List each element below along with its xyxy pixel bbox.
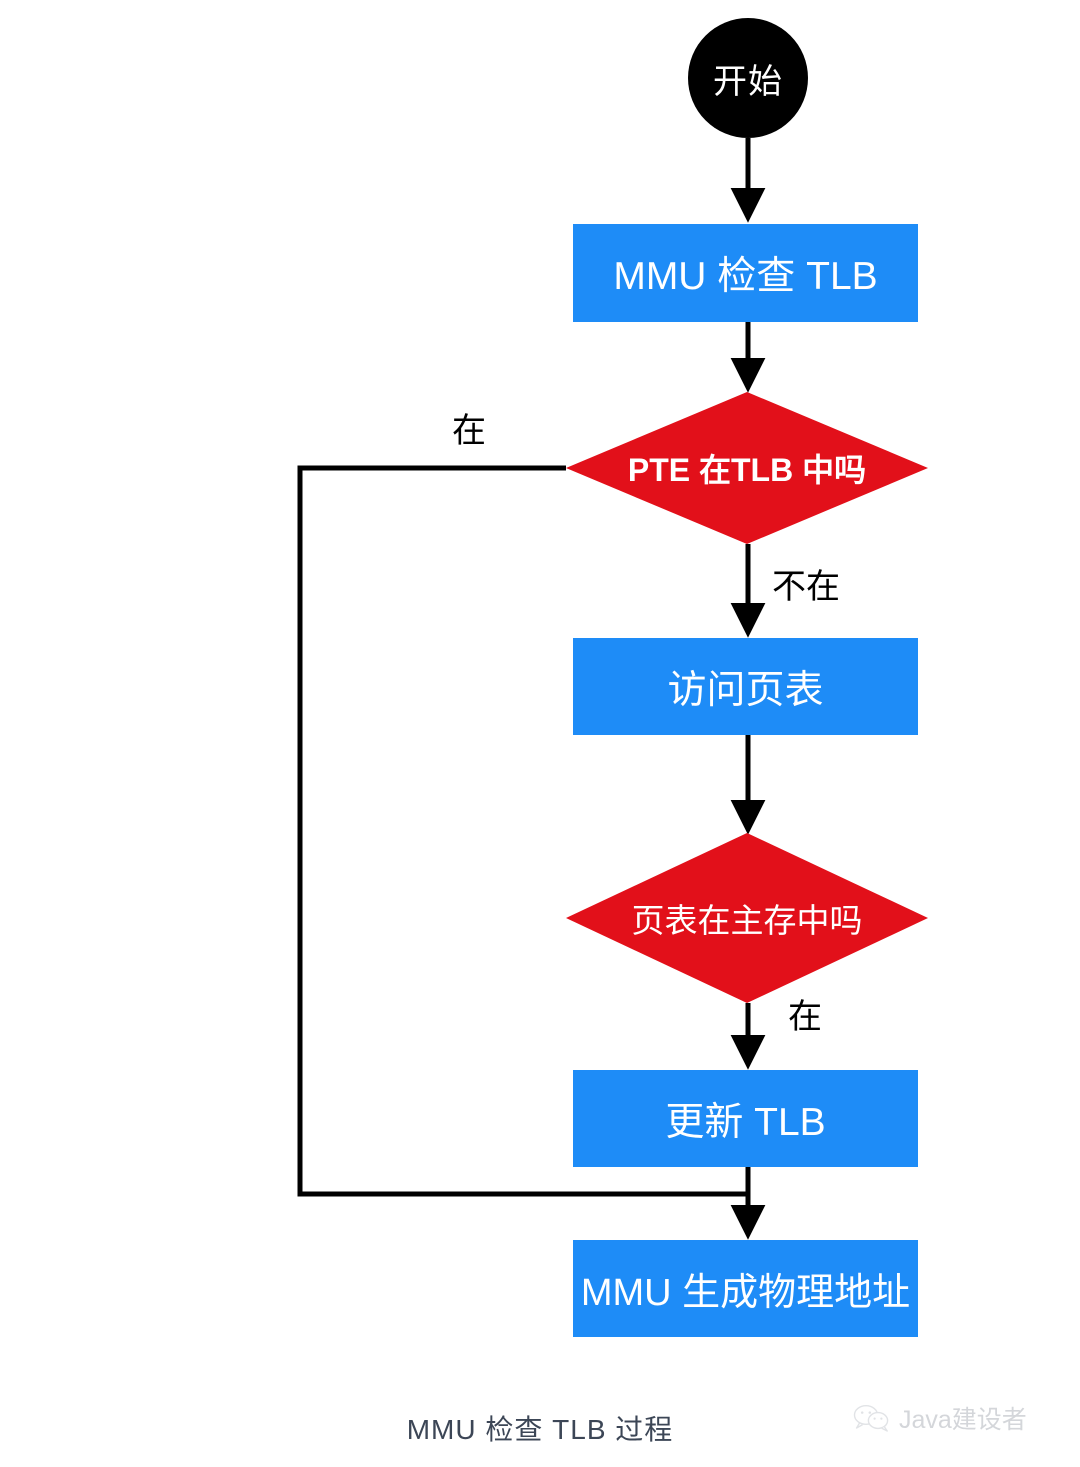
node-mmu-check-tlb: [573, 224, 918, 322]
node-decision-page-table-in-memory: [566, 833, 928, 1003]
diagram-caption: MMU 检查 TLB 过程: [406, 1414, 674, 1445]
edge-label-pte-in-tlb-yes: 在: [452, 412, 486, 450]
node-start: [688, 18, 808, 138]
edge-pte-hit-bypass: [297, 465, 748, 1197]
edge-label-page-table-in-memory-yes: 在: [788, 998, 822, 1036]
node-mmu-generate-physical-address: [573, 1240, 918, 1337]
watermark: Java建设者: [852, 1400, 1027, 1436]
watermark-text: Java建设者: [899, 1406, 1027, 1434]
edge-label-pte-in-tlb-no: 不在: [772, 568, 840, 606]
node-update-tlb: [573, 1070, 918, 1167]
node-decision-pte-in-tlb: [566, 392, 928, 544]
node-access-page-table: [573, 638, 918, 735]
wechat-icon: [852, 1403, 892, 1433]
